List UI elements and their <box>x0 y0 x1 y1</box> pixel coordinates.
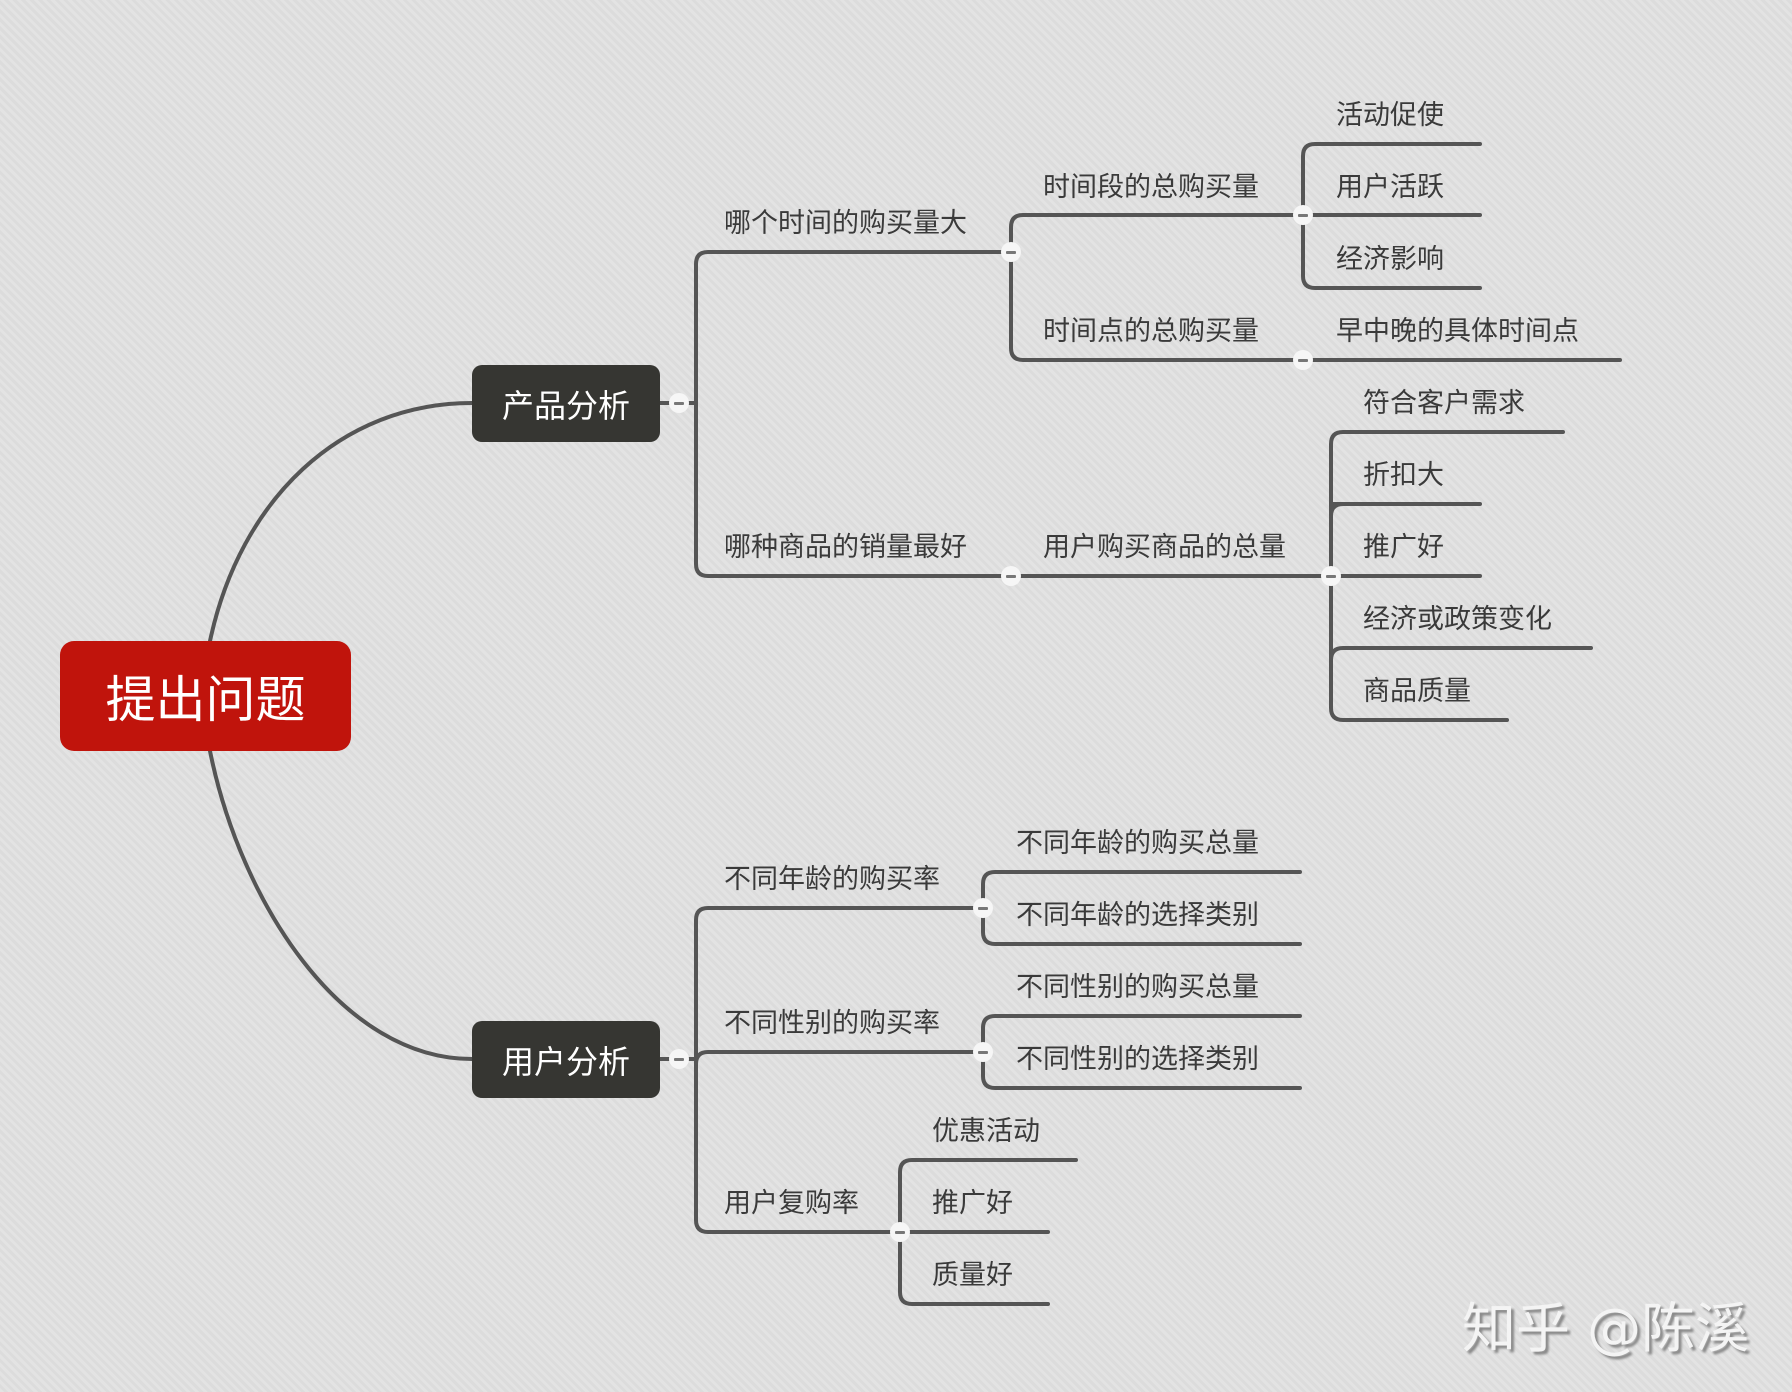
topic-product-analysis[interactable]: 产品分析 <box>472 365 660 442</box>
subtopic-age-rate[interactable]: 不同年龄的购买率 <box>724 864 940 895</box>
collapse-toggle-icon[interactable] <box>669 393 689 413</box>
leaf-item[interactable]: 不同年龄的选择类别 <box>1016 900 1259 931</box>
root-topic-label: 提出问题 <box>105 671 306 729</box>
leaf-item[interactable]: 用户活跃 <box>1336 172 1444 203</box>
leaf-item[interactable]: 活动促使 <box>1336 100 1444 131</box>
subtopic-best-selling[interactable]: 哪种商品的销量最好 <box>724 532 967 563</box>
leaf-item[interactable]: 优惠活动 <box>932 1116 1040 1147</box>
subtopic-user-purchase-total[interactable]: 用户购买商品的总量 <box>1043 532 1286 563</box>
collapse-toggle-icon[interactable] <box>1321 566 1341 586</box>
leaf-item[interactable]: 折扣大 <box>1363 460 1444 491</box>
watermark: 知乎 @陈溪 <box>1462 1297 1750 1360</box>
subtopic-point-total[interactable]: 时间点的总购买量 <box>1043 316 1259 347</box>
collapse-toggle-icon[interactable] <box>1293 350 1313 370</box>
root-topic[interactable]: 提出问题 <box>60 641 351 751</box>
leaf-item[interactable]: 推广好 <box>932 1188 1013 1219</box>
collapse-toggle-icon[interactable] <box>973 898 993 918</box>
collapse-toggle-icon[interactable] <box>973 1042 993 1062</box>
collapse-toggle-icon[interactable] <box>1001 566 1021 586</box>
leaf-item[interactable]: 经济或政策变化 <box>1363 604 1552 635</box>
leaf-item[interactable]: 符合客户需求 <box>1363 388 1525 419</box>
topic-label: 产品分析 <box>501 386 630 425</box>
topic-label: 用户分析 <box>501 1042 630 1081</box>
subtopic-which-time[interactable]: 哪个时间的购买量大 <box>724 208 967 239</box>
leaf-item[interactable]: 早中晚的具体时间点 <box>1336 316 1579 347</box>
leaf-item[interactable]: 经济影响 <box>1336 244 1444 275</box>
topic-user-analysis[interactable]: 用户分析 <box>472 1021 660 1098</box>
collapse-toggle-icon[interactable] <box>1001 242 1021 262</box>
leaf-item[interactable]: 推广好 <box>1363 532 1444 563</box>
collapse-toggle-icon[interactable] <box>669 1049 689 1069</box>
subtopic-gender-rate[interactable]: 不同性别的购买率 <box>724 1008 940 1039</box>
leaf-item[interactable]: 商品质量 <box>1363 676 1471 707</box>
leaf-item[interactable]: 不同性别的选择类别 <box>1016 1044 1259 1075</box>
subtopic-repurchase-rate[interactable]: 用户复购率 <box>724 1188 859 1219</box>
leaf-item[interactable]: 不同性别的购买总量 <box>1016 972 1259 1003</box>
subtopic-period-total[interactable]: 时间段的总购买量 <box>1043 172 1259 203</box>
leaf-item[interactable]: 不同年龄的购买总量 <box>1016 828 1259 859</box>
collapse-toggle-icon[interactable] <box>1293 205 1313 225</box>
leaf-item[interactable]: 质量好 <box>932 1260 1013 1291</box>
collapse-toggle-icon[interactable] <box>890 1222 910 1242</box>
